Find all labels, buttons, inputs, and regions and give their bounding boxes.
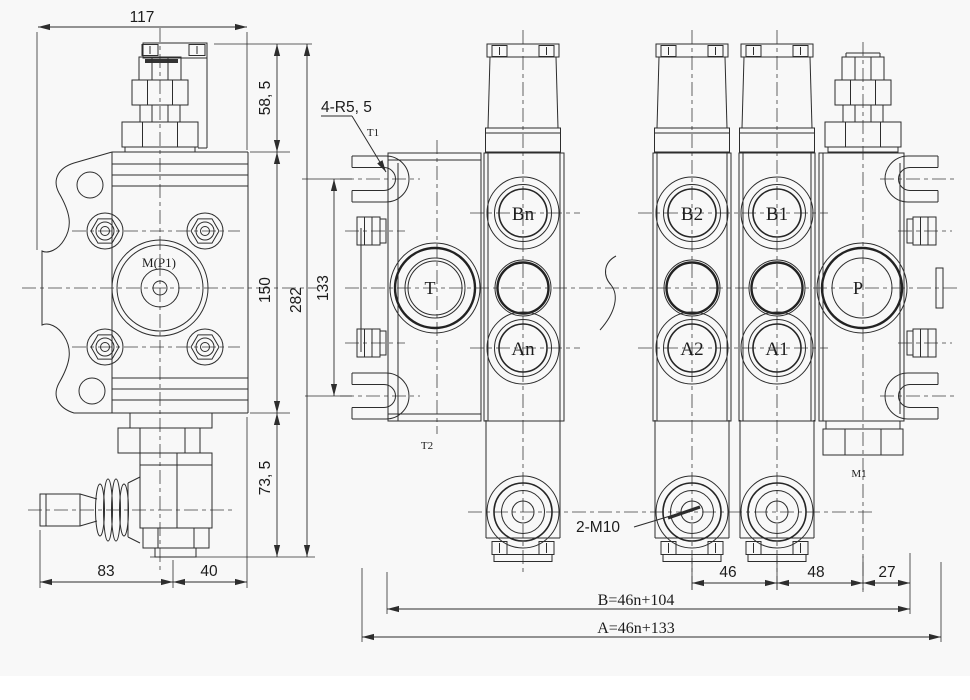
dim-133: 133 <box>315 275 332 301</box>
dim-46: 46 <box>719 564 736 581</box>
port-p-label: P <box>853 278 863 298</box>
dim-83: 83 <box>97 563 114 580</box>
paper-background <box>0 0 970 676</box>
inlet-section <box>816 52 944 456</box>
section-n <box>483 43 565 563</box>
tank-end-plate <box>351 152 482 422</box>
dim-58-5: 58, 5 <box>257 81 274 115</box>
front-view-dimensions: 133 46 48 27 B=46n+104 A=46n+133 <box>302 178 942 642</box>
left-view-dimensions: 117 58, 5 150 73, 5 282 83 40 <box>36 9 315 588</box>
front-view: T T1 T2 Bn An B2 A2 <box>302 30 958 642</box>
port-a2-label: A2 <box>680 339 703 360</box>
break-symbol <box>599 255 617 331</box>
port-a1-label: A1 <box>765 339 788 360</box>
section-1 <box>738 43 816 563</box>
callout-stud: 2-M10 <box>576 505 701 536</box>
port-b1-label: B1 <box>766 204 788 225</box>
dim-a-formula: A=46n+133 <box>597 620 675 637</box>
inlet-port-label: M(P1) <box>142 255 176 270</box>
port-an-label: An <box>511 339 535 360</box>
port-b2-label: B2 <box>681 204 703 225</box>
left-side-view: M(P1) <box>22 9 318 588</box>
label-m1: M1 <box>851 468 866 480</box>
lower-assembly <box>117 412 213 558</box>
dim-48: 48 <box>807 564 824 581</box>
dim-27: 27 <box>878 564 895 581</box>
dim-40: 40 <box>200 563 218 580</box>
callout-slot-radius: 4-R5, 5 <box>321 99 387 173</box>
callout-slot-radius-text: 4-R5, 5 <box>321 99 372 116</box>
section-2 <box>652 43 732 563</box>
dim-b-formula: B=46n+104 <box>598 592 675 609</box>
bottom-margin <box>0 676 970 700</box>
port-t-label: T <box>425 278 436 298</box>
control-handle <box>39 476 141 544</box>
inlet-port-face <box>111 239 209 337</box>
dim-150: 150 <box>257 277 274 303</box>
dim-73-5: 73, 5 <box>257 461 274 495</box>
label-t1: T1 <box>367 127 379 139</box>
dim-117: 117 <box>130 9 155 26</box>
top-cap <box>141 42 208 149</box>
casting-profile <box>41 151 113 414</box>
callout-stud-text: 2-M10 <box>576 519 620 536</box>
dim-282: 282 <box>288 287 305 313</box>
label-t2: T2 <box>421 440 433 452</box>
port-bn-label: Bn <box>512 204 535 225</box>
